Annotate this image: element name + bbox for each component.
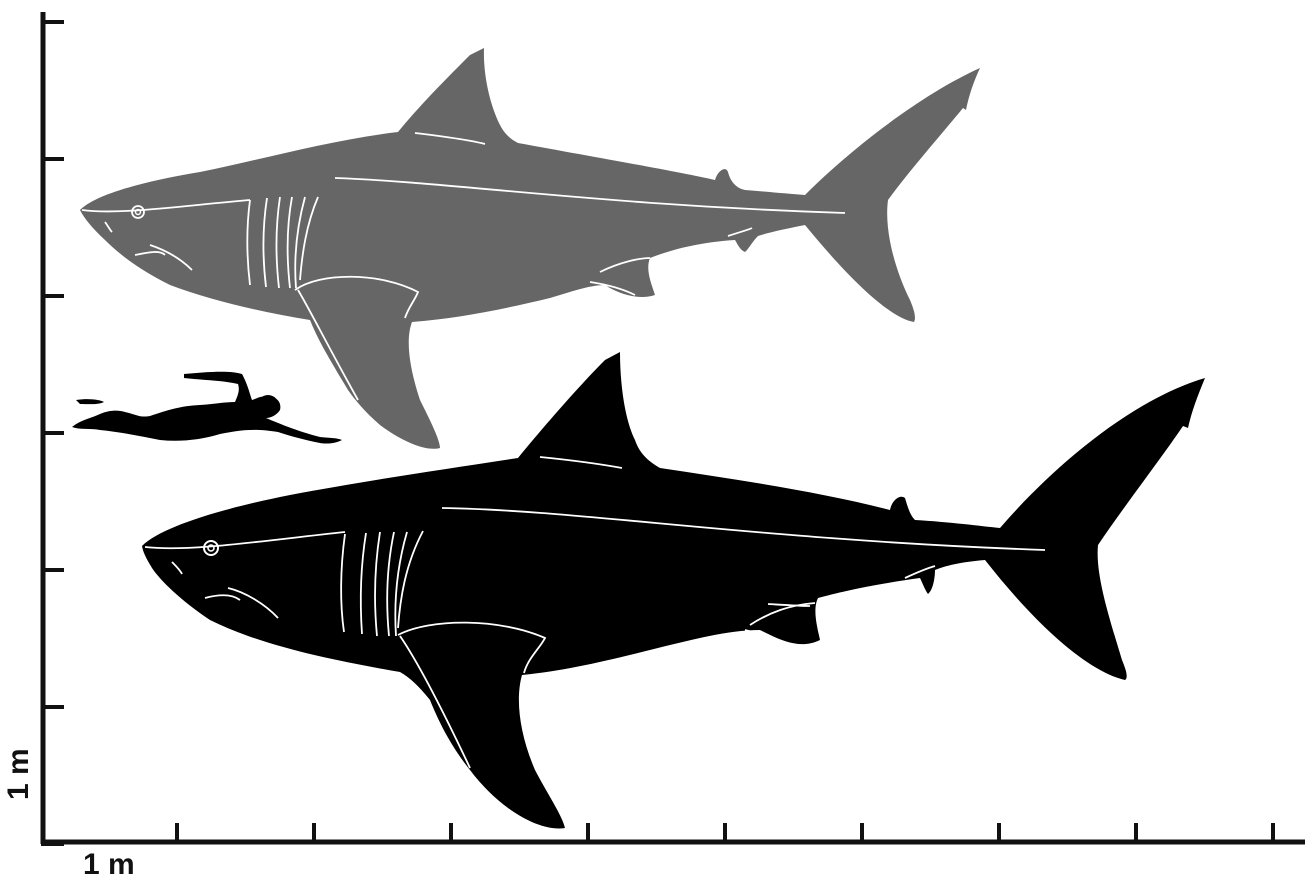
x-scale-label: 1 m [83, 848, 135, 877]
swimmer-body [72, 372, 342, 444]
lower-shark [142, 352, 1205, 828]
swimmer-trailing-arm [76, 399, 104, 404]
swimmer-head [257, 395, 279, 417]
lower-shark-body [142, 352, 1205, 828]
upper-shark-body [80, 48, 980, 449]
upper-shark [80, 48, 980, 449]
swimmer-silhouette [72, 372, 342, 444]
y-scale-label: 1 m [2, 748, 35, 800]
